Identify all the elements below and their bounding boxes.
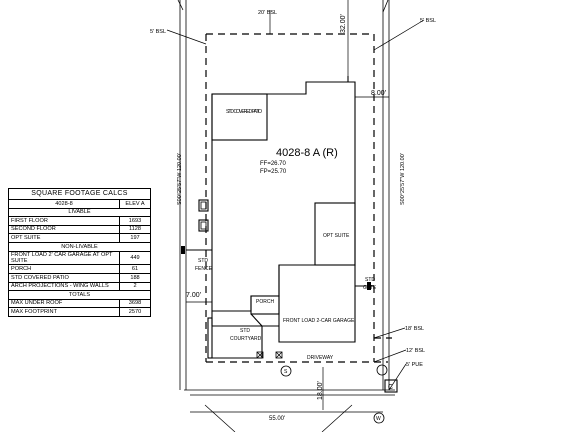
non-livable-header: NON-LIVABLE — [8, 241, 151, 252]
totals-header: TOTALS — [8, 290, 151, 300]
calcs-elevation: ELEV A — [119, 199, 151, 209]
house-footprint — [181, 76, 374, 359]
covered-patio — [211, 93, 268, 141]
sewer-icon — [280, 365, 292, 377]
right-lot-bearing: S00°25'57"W 120.00' — [400, 153, 406, 205]
plan-title: 4028-8 A (R) — [276, 147, 338, 159]
top-offset-dim: 32.00' — [340, 14, 347, 33]
right-offset-dim: 8.00' — [371, 90, 386, 97]
setback-line — [205, 33, 392, 363]
bottom-offset-dim: 18.00' — [317, 381, 324, 400]
table-row: MAX UNDER ROOF 3698 — [8, 298, 151, 309]
bsl-12-label: 12' BSL — [406, 348, 425, 354]
top-bsl-label: 20' BSL — [258, 10, 277, 16]
finished-pad-elevation: FP=25.70 — [260, 169, 287, 175]
lot-width-dim: 55.00' — [269, 416, 285, 422]
opt-suite-room — [314, 202, 356, 266]
square-footage-calcs-table: SQUARE FOOTAGE CALCS 4028-8 ELEV A LIVAB… — [8, 188, 151, 317]
finished-floor-elevation: FF=26.70 — [260, 161, 287, 167]
water-meter-icon — [373, 412, 385, 424]
table-row: SECOND FLOOR 1128 — [8, 224, 151, 235]
patio-label: STD COVERED PATIO — [226, 109, 262, 115]
front-bsl-label: 18' BSL — [405, 326, 424, 332]
calcs-title: SQUARE FOOTAGE CALCS — [8, 188, 151, 200]
table-row: STD COVERED PATIO 188 — [8, 272, 151, 283]
left-side-bsl: 5' BSL — [150, 29, 166, 35]
left-offset-dim: 7.00' — [186, 292, 201, 299]
std-fence-label-a: STD — [198, 258, 208, 264]
porch-area — [250, 295, 280, 315]
utility-w-mark: W — [376, 416, 381, 422]
table-row: ARCH PROJECTIONS - WING WALLS 2 — [8, 281, 151, 292]
courtyard-label-b: COURTYARD — [230, 336, 262, 342]
utility-box-icon — [384, 379, 398, 393]
porch-label: PORCH — [256, 299, 274, 305]
lot-lines — [177, 0, 395, 396]
std-fence-label-b: FENCE — [195, 266, 213, 272]
courtyard-label-a: STD — [240, 328, 250, 334]
table-row: OPT SUITE 197 — [8, 233, 151, 243]
livable-header: LIVABLE — [8, 207, 151, 218]
right-side-bsl: 5' BSL — [420, 18, 436, 24]
table-row: FRONT LOAD 2' CAR GARAGE AT OPT SUITE 44… — [8, 250, 151, 266]
pue-label: 5' PUE — [406, 362, 423, 368]
std-gate-label-a: STD — [365, 277, 375, 283]
table-row: MAX FOOTPRINT 2570 — [8, 307, 151, 317]
calcs-plan-number: 4028-8 — [8, 199, 120, 209]
driveway-label: DRIVEWAY — [307, 355, 334, 361]
plan-labels: 4028-8 A (R) FF=26.70 FP=25.70 20' BSL 3… — [150, 10, 436, 422]
opt-suite-label: OPT SUITE — [323, 233, 350, 239]
utility-marks — [280, 364, 398, 424]
table-row: PORCH 61 — [8, 264, 151, 274]
left-lot-bearing: S00°25'57"W 120.00' — [177, 153, 183, 205]
equipment-pad-icon — [198, 219, 209, 232]
std-gate-label-b: GATE — [363, 285, 377, 291]
dimension-lines — [166, 0, 425, 432]
utility-s-mark: S — [284, 369, 288, 375]
garage-label: FRONT LOAD 2-CAR GARAGE — [283, 318, 355, 324]
equipment-pad-icon — [198, 199, 209, 212]
utility-c-mark: C — [388, 384, 393, 391]
table-row: FIRST FLOOR 1693 — [8, 216, 151, 226]
